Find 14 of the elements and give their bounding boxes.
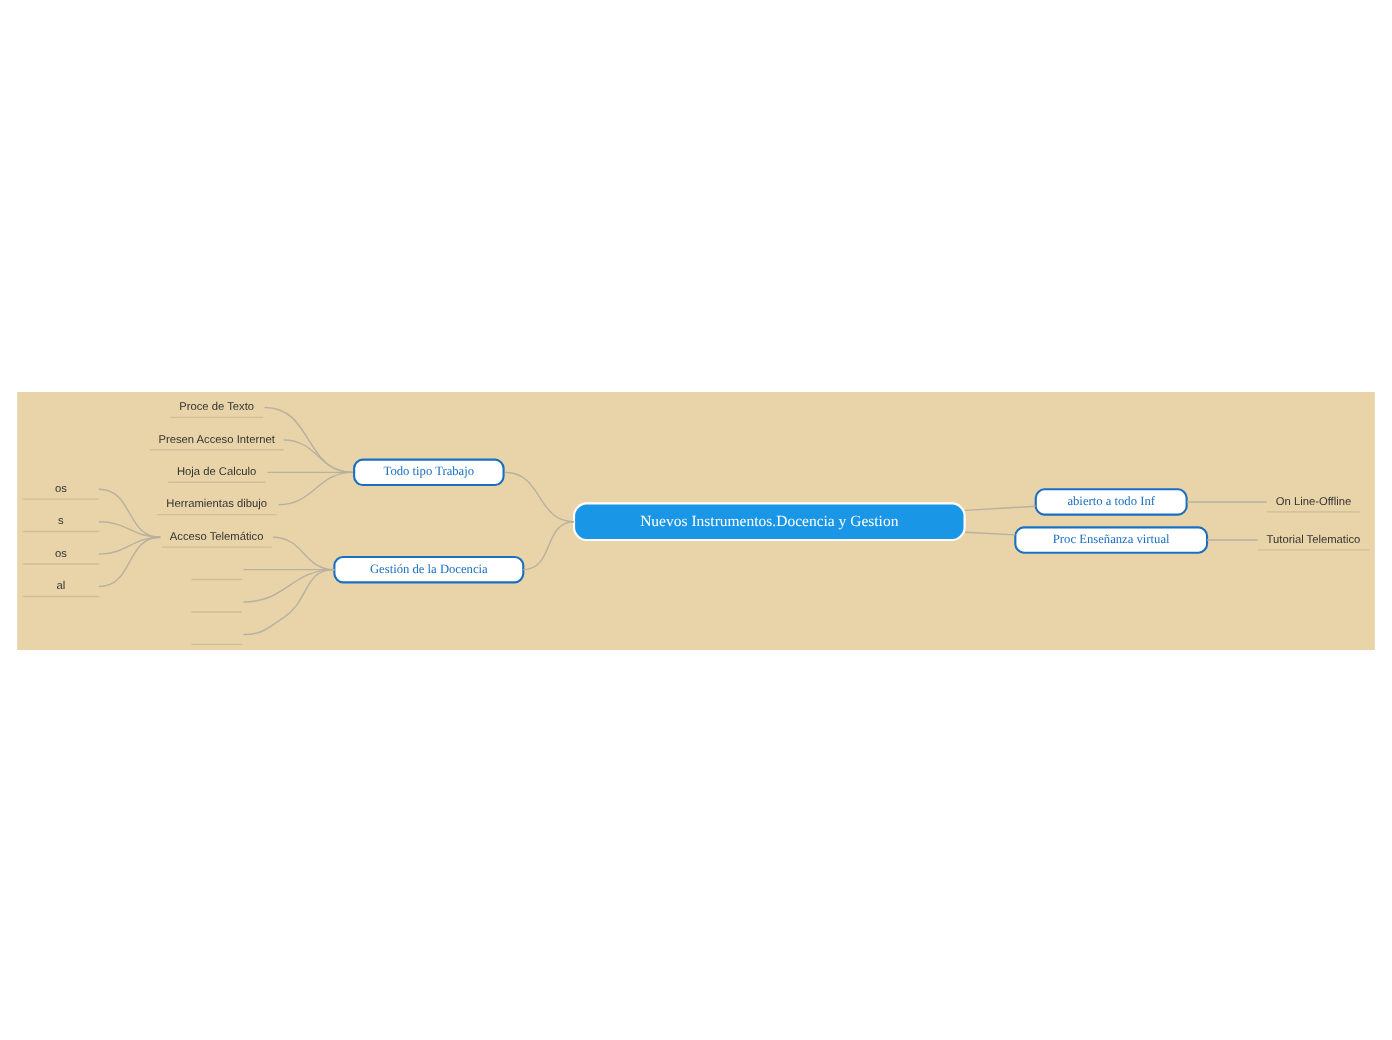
connector [282,438,354,473]
connector [263,405,354,473]
connector [242,567,336,635]
connector [98,487,161,537]
connector [1206,538,1259,540]
connector [98,535,161,587]
connector [98,520,161,537]
connector [278,470,354,505]
connector [1186,500,1268,502]
connector [964,504,1037,511]
connector [522,520,575,570]
node-box: Nuevos Instrumentos.Docencia y Gestion [573,501,966,541]
connector [964,530,1016,535]
connector [504,470,575,522]
